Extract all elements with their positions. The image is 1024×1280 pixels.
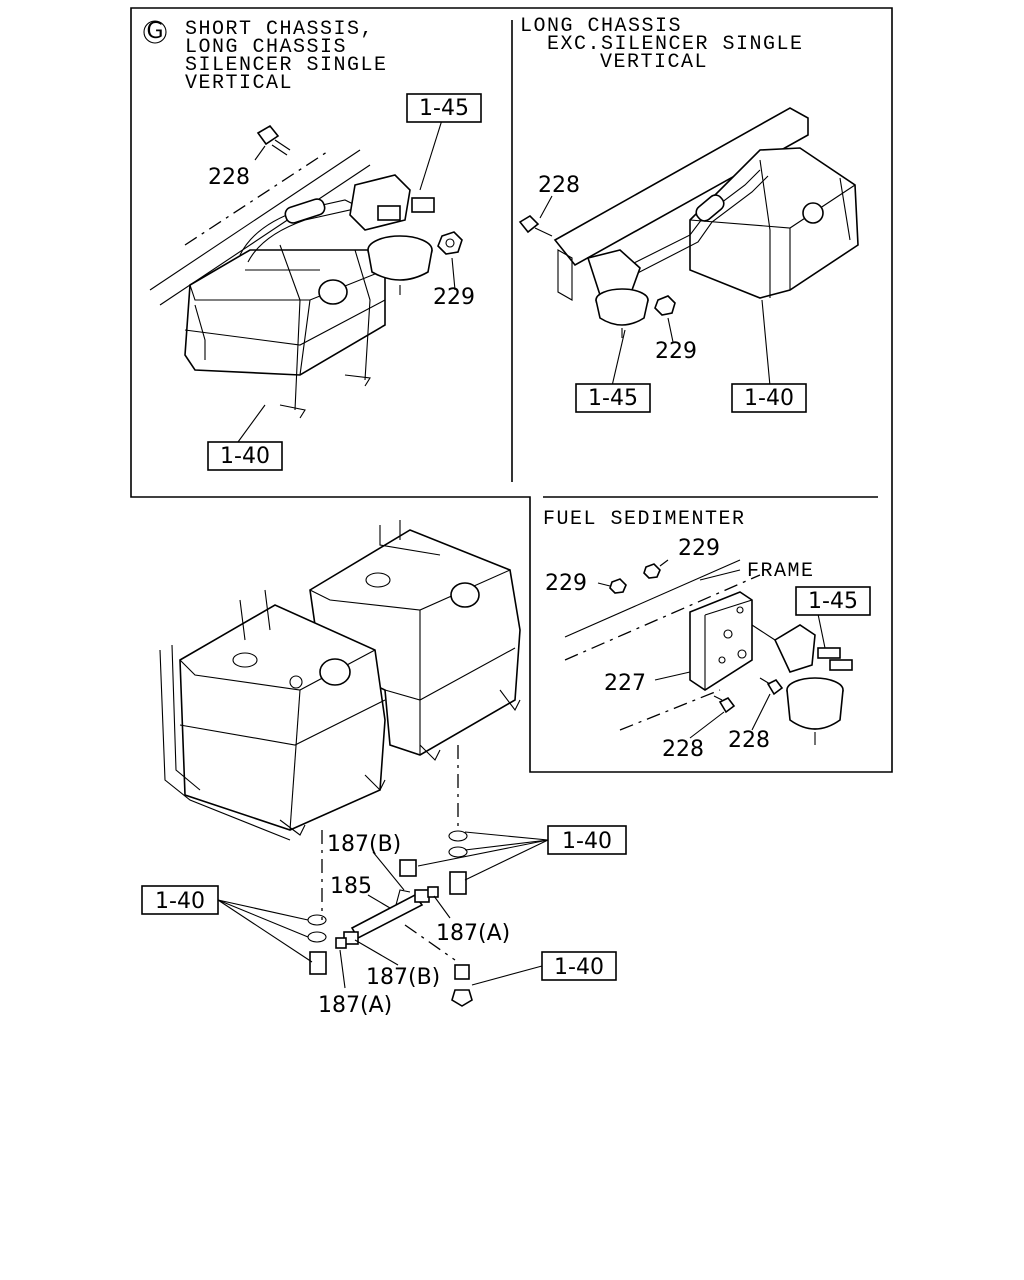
valve-fittings-drawing — [309, 859, 473, 1007]
panel-short-chassis: G SHORT CHASSIS, LONG CHASSIS SILENCER S… — [143, 18, 482, 471]
long-chassis-ref-1-45-box — [575, 383, 651, 413]
fuel-sedimenter-drawing — [773, 624, 853, 745]
main-label-187a-left: 187(A) — [318, 993, 392, 1018]
long-chassis-hose-drawing — [619, 169, 769, 279]
main-ref-1-40-right: 1-40 — [562, 829, 612, 854]
long-chassis-frame-drawing — [553, 107, 809, 301]
sedimenter-label-227: 227 — [604, 671, 646, 696]
rear-fuel-tank-drawing — [309, 520, 521, 761]
main-assembly: 187(B) 185 187(A) 187(B) 187(A) 1-40 1-4… — [141, 520, 627, 1018]
section-marker-circle — [143, 20, 167, 44]
main-label-185: 185 — [330, 874, 372, 899]
long-chassis-label-228: 228 — [538, 173, 580, 198]
short-chassis-title-2: LONG CHASSIS — [185, 36, 347, 59]
long-chassis-label-229: 229 — [655, 339, 697, 364]
main-ref-1-40-left: 1-40 — [155, 889, 205, 914]
short-chassis-label-229: 229 — [433, 285, 475, 310]
bolt-228a-icon — [713, 695, 736, 714]
short-chassis-title-4: VERTICAL — [185, 72, 293, 95]
sedimenter-drawing — [349, 174, 435, 295]
panel-fuel-sedimenter: FUEL SEDIMENTER — [543, 508, 871, 762]
main-ref-1-40-right-box — [547, 825, 627, 855]
short-chassis-title-1: SHORT CHASSIS, — [185, 18, 374, 41]
sedimenter-label-229-top: 229 — [678, 536, 720, 561]
short-chassis-label-228: 228 — [208, 165, 250, 190]
sedimenter-label-frame: FRAME — [747, 560, 815, 583]
short-chassis-ref-1-45: 1-45 — [419, 96, 469, 121]
fuel-hose-drawing — [239, 198, 381, 263]
frame-rail-drawing — [564, 559, 761, 731]
long-chassis-title-2: EXC.SILENCER SINGLE — [547, 33, 804, 56]
nut-229b-icon — [643, 563, 661, 579]
bolt-228b-icon — [759, 677, 784, 696]
main-ref-1-40-bottom-box — [541, 951, 617, 981]
sedimenter-label-228-left: 228 — [662, 737, 704, 762]
short-chassis-ref-1-40: 1-40 — [220, 444, 270, 469]
section-marker: G — [146, 19, 163, 44]
long-chassis-nut-229-icon — [654, 295, 676, 316]
long-chassis-ref-1-40: 1-40 — [744, 386, 794, 411]
sedimenter-ref-1-45-box — [795, 586, 871, 616]
long-chassis-title-3: VERTICAL — [600, 51, 708, 74]
main-ref-1-40-left-box — [141, 885, 219, 915]
short-chassis-ref-1-40-box — [207, 441, 283, 471]
fuel-pipe-185-drawing — [343, 889, 430, 945]
fuel-sedimenter-title: FUEL SEDIMENTER — [543, 508, 746, 531]
fuel-tank-drawing — [184, 244, 386, 419]
main-ref-1-40-bottom: 1-40 — [554, 955, 604, 980]
sedimenter-ref-1-45: 1-45 — [808, 589, 858, 614]
main-label-187b-bottom: 187(B) — [366, 965, 440, 990]
long-chassis-ref-1-40-box — [731, 383, 807, 413]
main-label-187b-top: 187(B) — [327, 832, 401, 857]
nut-229a-icon — [609, 578, 627, 594]
panel-borders — [130, 7, 893, 773]
long-chassis-ref-1-45: 1-45 — [588, 386, 638, 411]
long-chassis-sedimenter-drawing — [586, 249, 649, 338]
long-chassis-tank-drawing — [689, 147, 859, 299]
nut-229-icon — [437, 231, 463, 255]
leader-lines — [217, 831, 549, 989]
bolt-228-icon — [256, 124, 291, 156]
sedimenter-label-228-right: 228 — [728, 728, 770, 753]
short-chassis-ref-1-45-box — [406, 93, 482, 123]
long-chassis-bolt-228-icon — [518, 214, 553, 237]
sedimenter-label-229-left: 229 — [545, 571, 587, 596]
bracket-227-drawing — [689, 591, 776, 691]
short-chassis-title-3: SILENCER SINGLE — [185, 54, 388, 77]
long-chassis-title-1: LONG CHASSIS — [520, 15, 682, 38]
main-label-187a-right: 187(A) — [436, 921, 510, 946]
front-fuel-tank-drawing — [159, 589, 386, 841]
panel-long-chassis: LONG CHASSIS EXC.SILENCER SINGLE VERTICA… — [518, 15, 859, 413]
